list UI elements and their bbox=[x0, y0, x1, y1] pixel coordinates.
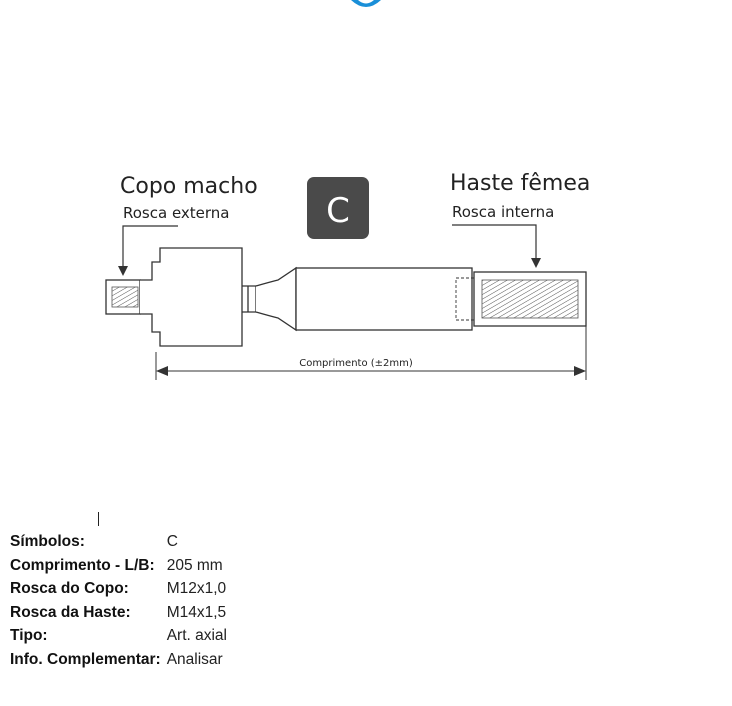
spec-value: 205 mm bbox=[166, 556, 223, 574]
right-subtitle: Rosca interna bbox=[452, 203, 554, 221]
spec-label: Tipo: bbox=[10, 627, 48, 644]
spec-value: Analisar bbox=[166, 650, 223, 668]
spec-row-comprimento: Comprimento - L/B: 205 mm bbox=[10, 554, 227, 578]
specs-table: Símbolos: C Comprimento - L/B: 205 mm Ro… bbox=[10, 530, 227, 671]
dimension-line bbox=[155, 326, 587, 380]
spec-row-rosca-copo: Rosca do Copo: M12x1,0 bbox=[10, 577, 227, 601]
right-leader-arrow bbox=[452, 224, 541, 268]
badge-letter: C bbox=[326, 191, 350, 231]
left-leader-arrow bbox=[118, 225, 178, 276]
spec-label: Rosca do Copo: bbox=[10, 580, 129, 597]
left-title: Copo macho bbox=[120, 174, 258, 199]
symbol-badge: C bbox=[307, 177, 369, 239]
spec-value: M14x1,5 bbox=[166, 603, 227, 621]
spec-label: Símbolos: bbox=[10, 533, 85, 550]
dimension-label: Comprimento (±2mm) bbox=[299, 358, 413, 369]
spec-value: M12x1,0 bbox=[166, 580, 227, 597]
tie-rod-diagram: Copo macho Rosca externa C Haste fêmea R… bbox=[105, 171, 590, 380]
right-title: Haste fêmea bbox=[450, 171, 590, 196]
tie-rod-part bbox=[105, 247, 587, 347]
spec-label: Rosca da Haste: bbox=[10, 603, 131, 621]
spec-row-simbolos: Símbolos: C bbox=[10, 530, 227, 554]
left-subtitle: Rosca externa bbox=[123, 204, 230, 222]
spec-row-info: Info. Complementar: Analisar bbox=[10, 648, 227, 672]
spec-value: C bbox=[166, 533, 178, 550]
spec-label: Info. Complementar: bbox=[10, 650, 161, 668]
text-cursor-mark bbox=[98, 512, 99, 526]
logo-fragment bbox=[351, 0, 381, 7]
spec-label: Comprimento - L/B: bbox=[10, 556, 155, 574]
spec-row-tipo: Tipo: Art. axial bbox=[10, 624, 227, 648]
spec-row-rosca-haste: Rosca da Haste: M14x1,5 bbox=[10, 601, 227, 625]
spec-value: Art. axial bbox=[166, 627, 228, 644]
